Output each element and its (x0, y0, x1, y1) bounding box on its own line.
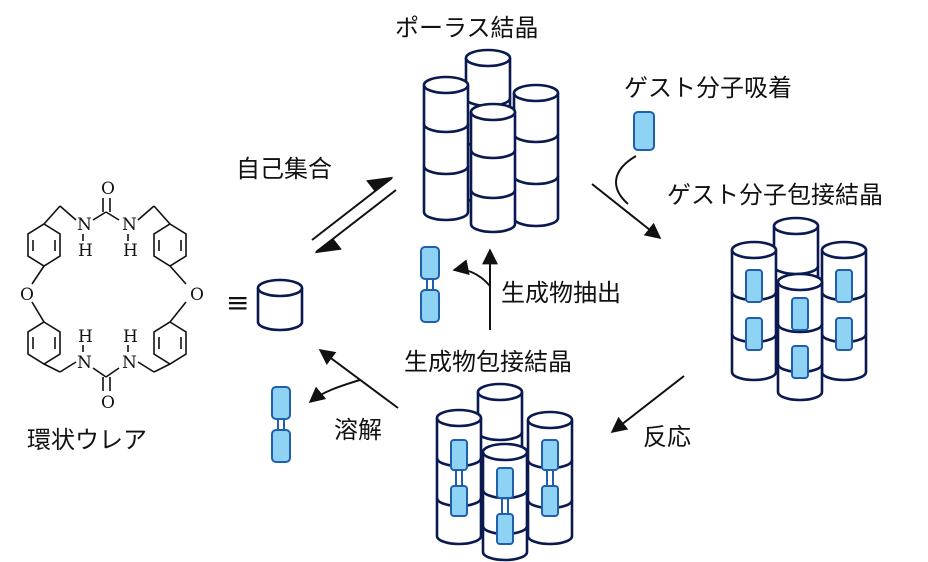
curve-dissolved-release (308, 379, 361, 404)
atom-o-bottom: O (101, 393, 115, 413)
guest-adsorption-label: ゲスト分子吸着 (624, 74, 792, 102)
porous-crystal-label: ポーラス結晶 (395, 14, 539, 42)
dissolution-label: 溶解 (334, 416, 382, 444)
arrow-dissolution (318, 349, 399, 409)
product-inclusion-crystal-stack (435, 382, 574, 562)
self-assembly-equilibrium-arrows (311, 176, 397, 254)
cyclic-urea-label: 環状ウレア (27, 426, 147, 454)
atom-o-right: O (190, 285, 204, 305)
atom-o-left: O (20, 285, 34, 305)
curve-product-release (452, 259, 491, 287)
atom-o-top: O (101, 179, 115, 199)
cyclic-urea-cylinder-icon (256, 278, 304, 332)
atom-h-bottom-right: H (123, 327, 138, 347)
guest-uptake-curve (615, 155, 637, 205)
atom-n-bottom-right: N (122, 353, 137, 373)
atom-h-top-right: H (123, 241, 138, 261)
porous-crystal-stack (422, 48, 560, 234)
product-extraction-label: 生成物抽出 (501, 279, 621, 307)
atom-n-top-left: N (77, 215, 92, 235)
atom-h-top-left: H (78, 241, 93, 261)
product-inclusion-crystal-label: 生成物包接結晶 (404, 348, 572, 376)
atom-n-bottom-left: N (77, 353, 92, 373)
reaction-label: 反応 (643, 423, 691, 451)
atom-h-bottom-left: H (78, 327, 93, 347)
guest-inclusion-crystal-stack (730, 216, 868, 402)
cyclic-urea-molecule: O N N H H O O (20, 179, 204, 413)
arrow-reaction (610, 375, 685, 433)
guest-molecule-icon (633, 111, 655, 151)
guest-inclusion-crystal-label: ゲスト分子包接結晶 (667, 181, 883, 209)
self-assembly-label: 自己集合 (236, 155, 332, 183)
atom-n-top-right: N (122, 215, 137, 235)
equivalent-symbol: ≡ (226, 286, 249, 319)
extracted-product-icon (420, 246, 440, 323)
arrow-to-guest-inclusion (591, 183, 662, 239)
dissolved-product-icon (271, 386, 291, 463)
